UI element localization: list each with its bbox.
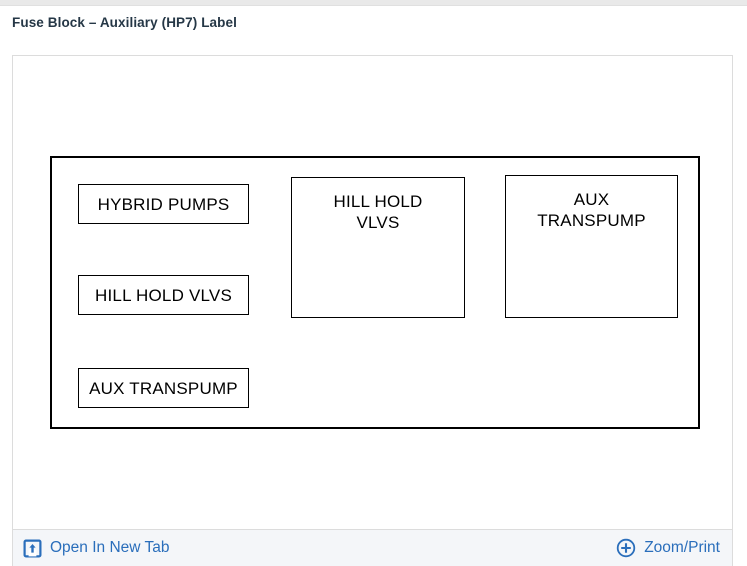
fuse-box-aux-transpump-large: AUX TRANSPUMP xyxy=(505,175,678,318)
fuse-box-aux-transpump: AUX TRANSPUMP xyxy=(78,368,249,408)
fuse-box-label-line-1: HILL HOLD xyxy=(333,192,423,211)
fuse-box-label-line-2: VLVS xyxy=(356,213,400,232)
external-link-icon xyxy=(23,539,42,558)
page-title: Fuse Block – Auxiliary (HP7) Label xyxy=(12,15,237,30)
fuse-box-label: HYBRID PUMPS xyxy=(97,194,230,214)
open-in-new-tab-button[interactable]: Open In New Tab xyxy=(23,539,169,558)
fuse-box-hill-hold-vlvs: HILL HOLD VLVS xyxy=(78,275,249,315)
zoom-print-button[interactable]: Zoom/Print xyxy=(616,538,720,558)
open-in-new-tab-label: Open In New Tab xyxy=(50,539,170,556)
zoom-print-label: Zoom/Print xyxy=(644,539,720,556)
diagram-card: HYBRID PUMPS HILL HOLD VLVS AUX TRANSPUM… xyxy=(12,55,733,566)
fuse-box-label: HILL HOLD VLVS xyxy=(95,285,232,305)
fuse-box-hill-hold-vlvs-large: HILL HOLD VLVS xyxy=(291,177,465,318)
fuse-box-hybrid-pumps: HYBRID PUMPS xyxy=(78,184,249,224)
diagram-viewport[interactable]: HYBRID PUMPS HILL HOLD VLVS AUX TRANSPUM… xyxy=(13,56,732,530)
fuse-block-outline: HYBRID PUMPS HILL HOLD VLVS AUX TRANSPUM… xyxy=(50,156,700,429)
diagram-toolbar: Open In New Tab Zoom/Print xyxy=(12,529,733,566)
fuse-box-label-line-1: AUX xyxy=(573,190,610,209)
fuse-box-label: AUX TRANSPUMP xyxy=(89,378,238,398)
circle-plus-icon xyxy=(616,538,636,558)
fuse-box-label-line-2: TRANSPUMP xyxy=(537,211,646,230)
top-strip xyxy=(0,0,747,6)
